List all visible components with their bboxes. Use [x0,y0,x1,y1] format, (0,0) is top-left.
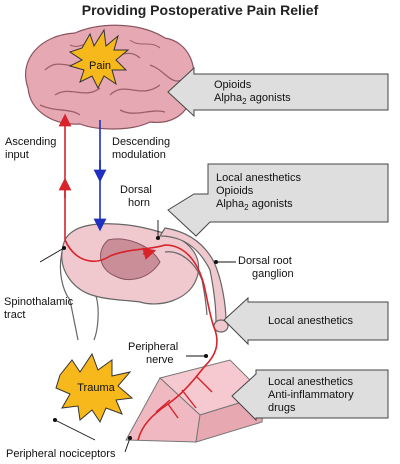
peripheral-nociceptors-label: Peripheral nociceptors [6,448,116,460]
trauma-label: Trauma [77,382,115,394]
pain-label: Pain [88,60,112,72]
ascending-pathway [58,113,218,441]
pain-burst [68,28,130,90]
ascending-input-label: Ascending input [5,136,57,161]
brain-intervention-box [167,66,389,118]
descending-modulation-label: Descending modulation [112,136,171,161]
spinal-box-text: Local anesthetics Opioids Alpha2 agonist… [216,172,301,213]
tissue-box-text: Local anesthetics Anti-inflammatory drug… [268,376,354,414]
brain-box-text: Opioids Alpha2 agonists [214,79,291,107]
nerve-intervention-box [223,296,389,346]
nerve-box-text: Local anesthetics [268,315,353,327]
tissue-intervention-box [231,369,389,422]
dorsal-horn-label: Dorsal horn [120,184,152,209]
spinal-intervention-box [167,163,389,237]
dorsal-root-ganglion-label: Dorsal root ganglion [238,255,294,280]
spinothalamic-tract-label: Spinothalamic tract [4,296,74,321]
leader-lines [39,220,236,453]
peripheral-nerve-label: Peripheral nerve [128,341,179,366]
trauma-burst [55,352,134,424]
diagram-title: Providing Postoperative Pain Relief [81,2,319,18]
